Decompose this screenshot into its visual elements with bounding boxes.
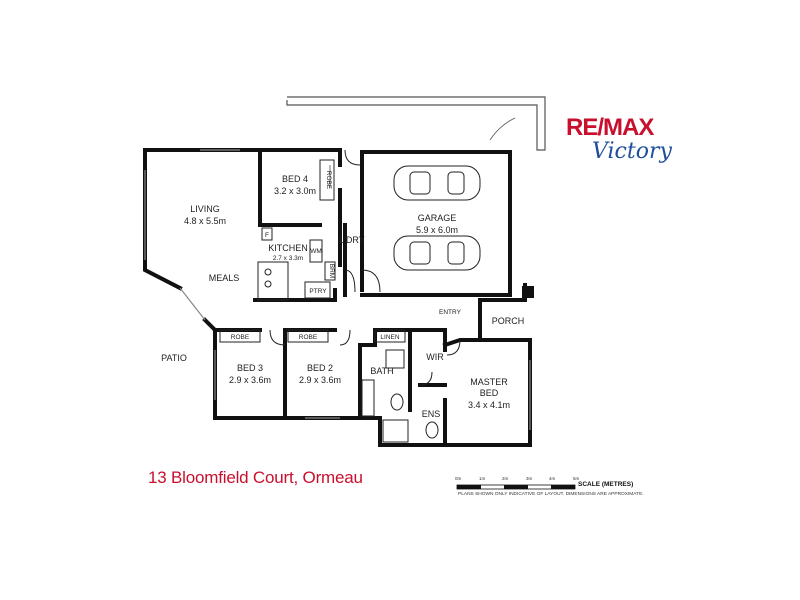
bath-label: BATH xyxy=(370,366,393,376)
wir-label: WIR xyxy=(426,352,444,362)
car-top-icon xyxy=(393,165,481,201)
ens-label: ENS xyxy=(422,409,441,419)
plan-disclaimer: PLANS SHOWN ONLY INDICATIVE OF LAYOUT. D… xyxy=(458,492,644,497)
entry-label: ENTRY xyxy=(439,309,462,316)
garage-label: GARAGE xyxy=(418,213,457,223)
living-dims: 4.8 x 5.5m xyxy=(184,216,226,226)
master-dims: 3.4 x 4.1m xyxy=(468,400,510,410)
master-label: MASTER xyxy=(470,377,508,387)
scale-tick: 4m xyxy=(549,476,556,481)
scale-tick: 1m xyxy=(479,476,486,481)
garage-dims: 5.9 x 6.0m xyxy=(416,225,458,235)
logo-sub: Victory xyxy=(592,139,672,164)
robe-bed2-label: ROBE xyxy=(299,334,318,341)
site-boundary xyxy=(286,96,546,151)
fixtures xyxy=(219,149,461,443)
kitchen-label: KITCHEN xyxy=(268,243,308,253)
scale-bar xyxy=(456,484,576,490)
fridge-label: F xyxy=(265,232,269,239)
windows xyxy=(144,149,531,430)
bed4-dims: 3.2 x 3.0m xyxy=(274,186,316,196)
robe-bed3-label: ROBE xyxy=(231,334,250,341)
scale-tick: 2m xyxy=(502,476,509,481)
scale-tick: 0m xyxy=(455,476,462,481)
bed3-dims: 2.9 x 3.6m xyxy=(229,375,271,385)
ptry-label: PTRY xyxy=(309,288,327,295)
living-label: LIVING xyxy=(190,204,220,214)
patio-label: PATIO xyxy=(161,353,187,363)
scale-tick: 3m xyxy=(526,476,533,481)
bed4-label: BED 4 xyxy=(282,174,308,184)
kitchen-dims: 2.7 x 3.3m xyxy=(273,255,303,262)
brm-label: BRM xyxy=(328,264,335,278)
property-address: 13 Bloomfield Court, Ormeau xyxy=(148,468,363,487)
car-bottom-icon xyxy=(393,235,481,271)
porch-post xyxy=(522,286,534,298)
meals-label: MEALS xyxy=(209,273,240,283)
linen-label: LINEN xyxy=(380,334,399,341)
scale-tick: 5m xyxy=(573,476,580,481)
bed2-label: BED 2 xyxy=(307,363,333,373)
master-label-2: BED xyxy=(480,388,499,398)
bed2-dims: 2.9 x 3.6m xyxy=(299,375,341,385)
wm-label: WM xyxy=(310,248,322,255)
robe-bed4-label: ROBE xyxy=(325,171,332,190)
logo-brand: RE/MAX xyxy=(566,114,654,141)
remax-logo: RE/MAX Victory xyxy=(566,114,672,186)
porch-label: PORCH xyxy=(492,316,525,326)
laundry-label: L'DRY xyxy=(339,235,365,245)
bed3-label: BED 3 xyxy=(237,363,263,373)
scale-title: SCALE (METRES) xyxy=(578,481,634,488)
